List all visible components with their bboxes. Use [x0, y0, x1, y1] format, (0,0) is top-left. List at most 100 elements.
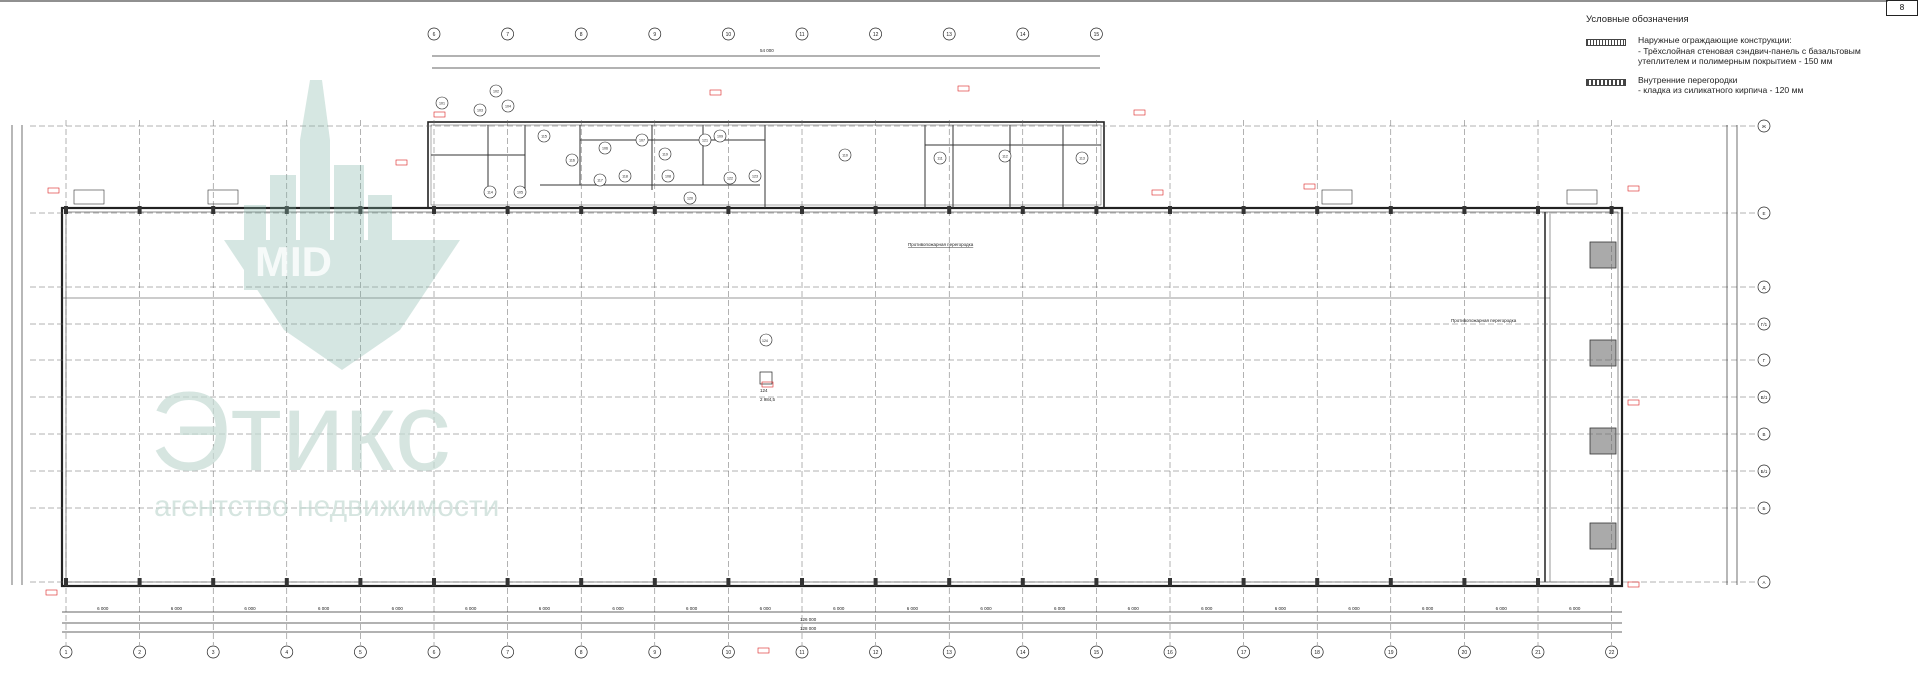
- svg-text:В: В: [1762, 432, 1765, 437]
- grid-bubble-right: Г/1: [1757, 317, 1771, 331]
- outer-wall-swatch: [1586, 39, 1626, 46]
- svg-text:119: 119: [662, 153, 668, 157]
- grid-bubble-bottom: 2: [133, 645, 146, 659]
- grid-bubble-right: В/1: [1757, 390, 1771, 404]
- svg-text:11: 11: [799, 650, 804, 656]
- svg-text:110: 110: [842, 154, 848, 158]
- span-dimension: 6 000: [1422, 606, 1434, 611]
- pillar: [284, 578, 289, 586]
- svg-text:7: 7: [506, 650, 509, 656]
- pillar: [358, 578, 363, 586]
- grid-bubble-right: Б/1: [1757, 464, 1771, 478]
- office-annex: [427, 121, 1105, 209]
- svg-text:10: 10: [726, 32, 732, 38]
- svg-text:103: 103: [477, 109, 483, 113]
- span-dimension: 6 000: [1054, 606, 1066, 611]
- svg-text:19: 19: [1388, 650, 1394, 656]
- svg-text:7: 7: [506, 32, 509, 38]
- svg-text:113: 113: [1079, 157, 1085, 161]
- grid-bubble-right: В: [1757, 427, 1771, 441]
- legend-inner-line-2: - кладка из силикатного кирпича - 120 мм: [1638, 85, 1804, 95]
- room-number-marker: 111: [933, 151, 947, 165]
- room-number-marker: 119: [658, 147, 672, 161]
- pillar: [358, 206, 363, 214]
- svg-text:Б/1: Б/1: [1761, 469, 1768, 474]
- room-number-marker: 105: [513, 185, 527, 199]
- grid-bubble-bottom: 12: [869, 645, 882, 659]
- span-dimension: 6 000: [392, 606, 404, 611]
- pillar: [284, 206, 289, 214]
- grid-bubble-bottom: 17: [1237, 645, 1250, 659]
- room-number-marker: 115: [537, 129, 551, 143]
- pillar: [579, 578, 584, 586]
- room-number-marker: 116: [565, 153, 579, 167]
- pillar: [1315, 578, 1320, 586]
- grid-bubble-right: Д: [1757, 280, 1771, 294]
- svg-text:10: 10: [726, 650, 732, 656]
- svg-text:Г: Г: [1763, 358, 1766, 363]
- hall-room-number: 124: [760, 388, 768, 393]
- span-dimension: 6 000: [1496, 606, 1508, 611]
- sheet-number: 8: [1886, 0, 1918, 16]
- pillar: [800, 206, 804, 214]
- grid-bubble-bottom: 15: [1090, 645, 1103, 659]
- svg-text:Г/1: Г/1: [1761, 322, 1768, 327]
- pillar: [652, 578, 657, 586]
- legend-outer-line-3: утеплителем и полимерным покрытием - 150…: [1638, 56, 1833, 66]
- grid-bubble-top: 9: [648, 27, 662, 41]
- svg-text:1: 1: [65, 650, 68, 656]
- grid-bubble-top: 11: [795, 27, 809, 41]
- svg-text:Б: Б: [1763, 506, 1766, 511]
- svg-text:14: 14: [1020, 650, 1026, 656]
- total-dimension: 126 000: [800, 617, 817, 622]
- grid-bubble-bottom: 5: [354, 645, 367, 659]
- svg-text:118: 118: [622, 175, 628, 179]
- svg-text:3: 3: [212, 650, 215, 656]
- svg-text:114: 114: [487, 191, 493, 195]
- svg-text:12: 12: [873, 650, 879, 656]
- room-number-marker: 101: [435, 96, 449, 110]
- pillar: [432, 206, 436, 214]
- grid-bubble-top: 14: [1016, 27, 1030, 41]
- grid-bubble-bottom: 9: [648, 645, 662, 659]
- pillar: [1241, 206, 1246, 214]
- room-number-marker: 109: [713, 129, 727, 143]
- pillar: [579, 206, 584, 214]
- span-dimension: 6 000: [1348, 606, 1360, 611]
- pillar: [137, 578, 142, 586]
- room-number-marker: 106: [598, 141, 612, 155]
- pillar: [1536, 578, 1540, 586]
- legend-item-outer-wall: Наружные ограждающие конструкции: - Трёх…: [1586, 35, 1886, 67]
- pillar: [432, 578, 436, 586]
- pillar: [726, 578, 731, 586]
- span-dimension: 6 000: [318, 606, 330, 611]
- room-number-marker: 104: [501, 99, 515, 113]
- pillar: [873, 206, 878, 214]
- svg-text:Ж: Ж: [1762, 124, 1767, 129]
- grid-bubble-bottom: 21: [1531, 645, 1545, 659]
- grid-bubble-bottom: 1: [59, 645, 73, 659]
- room-number-marker: 123: [748, 169, 762, 183]
- pillar: [947, 578, 952, 586]
- span-dimension: 6 000: [244, 606, 256, 611]
- svg-text:6: 6: [433, 650, 436, 656]
- pillar: [726, 206, 731, 214]
- span-dimension: 6 000: [760, 606, 772, 611]
- svg-text:121: 121: [702, 139, 708, 143]
- svg-text:123: 123: [752, 175, 758, 179]
- legend-title: Условные обозначения: [1586, 14, 1689, 25]
- pillar: [652, 206, 657, 214]
- grid-bubble-bottom: 7: [501, 645, 514, 659]
- pillar: [873, 578, 878, 586]
- grid-bubble-bottom: 8: [574, 645, 588, 659]
- pillar: [1241, 578, 1246, 586]
- grid-bubble-bottom: 20: [1458, 645, 1471, 659]
- svg-text:22: 22: [1609, 650, 1615, 656]
- pillar: [137, 206, 142, 214]
- svg-text:105: 105: [517, 191, 523, 195]
- pillar: [1020, 578, 1025, 586]
- span-dimension: 6 000: [980, 606, 992, 611]
- pillar: [505, 578, 510, 586]
- svg-text:В/1: В/1: [1761, 395, 1768, 400]
